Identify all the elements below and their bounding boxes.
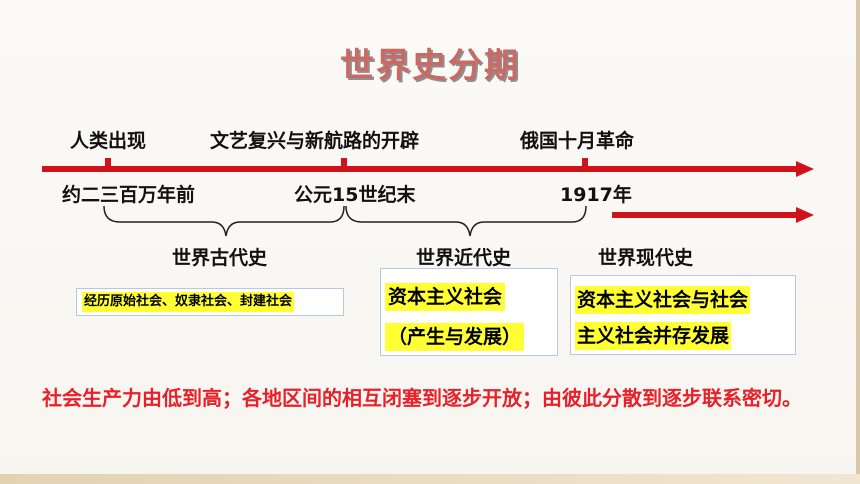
tick-2	[341, 158, 347, 170]
page-title: 世界史分期	[340, 46, 520, 86]
period-modern: 世界近代史	[416, 247, 512, 269]
event-label-1: 人类出现	[70, 130, 147, 152]
brace-ancient	[103, 205, 345, 237]
contemporary-box-line1: 资本主义社会与社会	[575, 286, 751, 314]
modern-box-line1: 资本主义社会	[385, 283, 506, 311]
modern-box: 资本主义社会 （产生与发展）	[380, 268, 558, 356]
tick-1	[105, 158, 111, 170]
period-ancient: 世界古代史	[172, 247, 268, 269]
event-label-2: 文艺复兴与新航路的开辟	[210, 130, 420, 152]
ancient-box: 经历原始社会、奴隶社会、封建社会	[76, 288, 344, 316]
period-contemporary: 世界现代史	[598, 247, 694, 269]
summary-text: 社会生产力由低到高；各地区间的相互闭塞到逐步开放；由彼此分散到逐步联系密切。	[42, 386, 802, 410]
brace-modern	[345, 205, 587, 237]
modern-box-line2: （产生与发展）	[385, 323, 525, 351]
ancient-box-text: 经历原始社会、奴隶社会、封建社会	[82, 292, 295, 312]
tick-3	[582, 158, 588, 170]
contemporary-box-line2: 主义社会并存发展	[575, 322, 732, 350]
event-label-3: 俄国十月革命	[520, 130, 635, 152]
date-label-2: 公元15世纪末	[294, 184, 416, 206]
contemporary-box: 资本主义社会与社会 主义社会并存发展	[570, 275, 796, 355]
contemporary-arrowhead	[796, 207, 814, 223]
date-label-1: 约二三百万年前	[62, 184, 196, 206]
timeline-arrowhead	[796, 161, 814, 177]
date-label-3: 1917年	[560, 184, 632, 206]
bottom-decoration-bar	[0, 474, 860, 484]
